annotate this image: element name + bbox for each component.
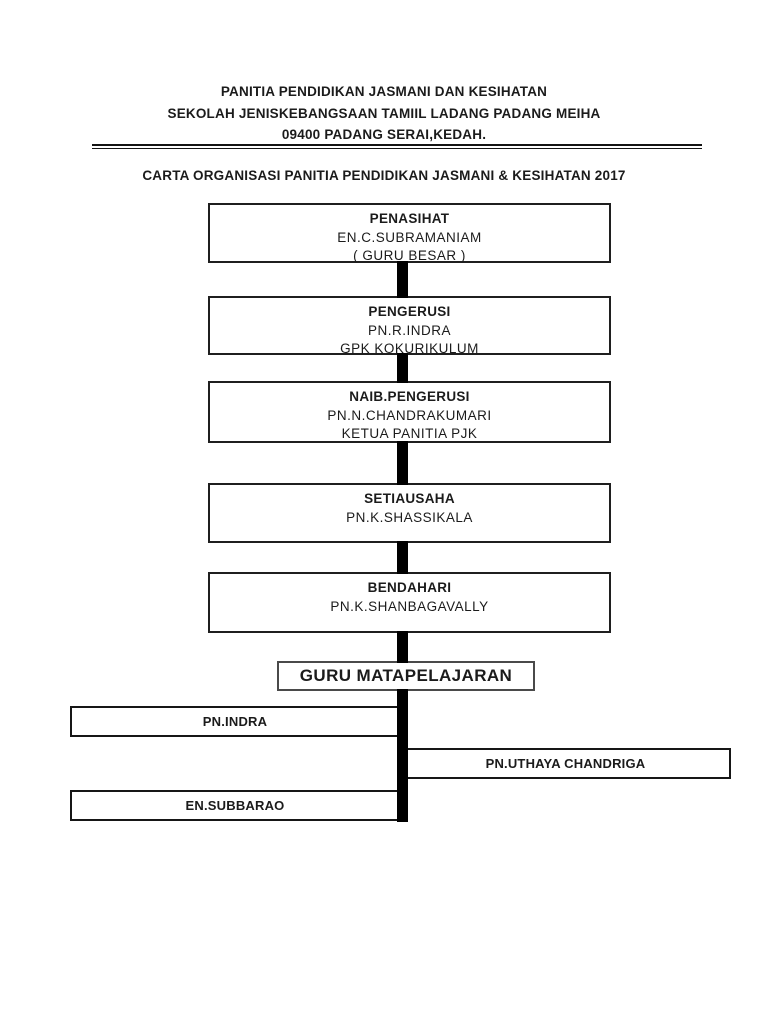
header-line-2: SEKOLAH JENISKEBANGSAAN TAMIIL LADANG PA… [167,106,601,121]
org-member-box: PN.INDRA [70,706,400,737]
org-node-name: EN.C.SUBRAMANIAM [337,229,482,245]
org-node-role: SETIAUSAHA [364,491,455,506]
header-divider [92,144,702,150]
org-member-name: PN.UTHAYA CHANDRIGA [485,756,646,771]
header-divider-thin-line [92,148,702,149]
connector-line-6 [397,689,408,822]
org-node-note: GPK KOKURIKULUM [340,341,479,356]
org-member-box: PN.UTHAYA CHANDRIGA [400,748,731,779]
org-node-role: BENDAHARI [367,580,452,595]
header-divider-thick-line [92,144,702,146]
org-node-note: ( GURU BESAR ) [353,248,466,263]
org-node-role: PENGERUSI [368,304,451,319]
org-node-name: PN.K.SHANBAGAVALLY [330,598,489,614]
org-node-name: PN.R.INDRA [367,322,451,338]
connector-line-4 [397,541,408,574]
header-line-3: 09400 PADANG SERAI,KEDAH. [281,127,487,142]
org-node-name: PN.K.SHASSIKALA [346,509,473,525]
org-group-guru-matapelajaran: GURU MATAPELAJARAN [277,661,535,691]
connector-line-2 [397,353,408,383]
org-node-naib-pengerusi: NAIB.PENGERUSI PN.N.CHANDRAKUMARI KETUA … [208,381,611,443]
org-node-pengerusi: PENGERUSI PN.R.INDRA GPK KOKURIKULUM [208,296,611,356]
connector-line-3 [397,441,408,485]
org-node-name: PN.N.CHANDRAKUMARI [327,407,492,423]
connector-line-5 [397,631,408,663]
org-group-label: GURU MATAPELAJARAN [299,666,513,685]
chart-title: CARTA ORGANISASI PANITIA PENDIDIKAN JASM… [142,168,626,183]
org-node-setiausaha: SETIAUSAHA PN.K.SHASSIKALA [208,483,611,543]
org-node-role: PENASIHAT [369,211,450,226]
org-member-name: EN.SUBBARAO [185,798,285,813]
org-member-box: EN.SUBBARAO [70,790,400,821]
connector-line-1 [397,261,408,298]
org-node-bendahari: BENDAHARI PN.K.SHANBAGAVALLY [208,572,611,633]
org-node-note: KETUA PANITIA PJK [341,426,478,441]
org-member-name: PN.INDRA [202,714,268,729]
header-line-1: PANITIA PENDIDIKAN JASMANI DAN KESIHATAN [220,84,548,99]
org-node-role: NAIB.PENGERUSI [349,389,470,404]
org-node-penasihat: PENASIHAT EN.C.SUBRAMANIAM ( GURU BESAR … [208,203,611,263]
